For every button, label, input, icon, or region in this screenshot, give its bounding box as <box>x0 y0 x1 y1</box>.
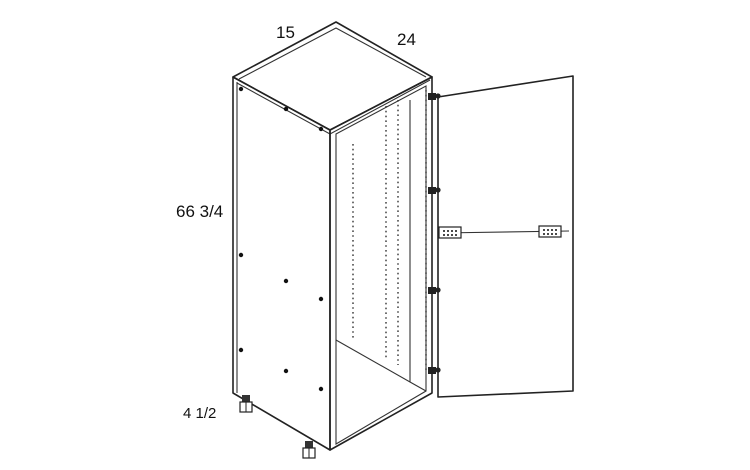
cabinet-front-opening <box>329 76 433 451</box>
leg-front <box>302 441 316 459</box>
depth-dimension-label: 24 <box>397 30 416 49</box>
width-dimension-label: 15 <box>276 23 295 42</box>
hinge-upper-middle <box>428 187 441 194</box>
hinge-lower-middle <box>428 287 441 294</box>
door-latch-right <box>538 225 562 238</box>
hinge-top <box>428 93 441 100</box>
cabinet-left-side-panel <box>232 76 331 451</box>
height-dimension-label: 66 3/4 <box>176 202 223 221</box>
hinge-bottom <box>428 367 441 374</box>
door-hinges <box>428 93 441 374</box>
toe-kick-dimension-label: 4 1/2 <box>183 405 216 422</box>
cabinet-legs <box>239 395 316 459</box>
door-latch-left <box>438 226 462 239</box>
cabinet-door <box>437 75 574 398</box>
leg-left <box>239 395 253 413</box>
